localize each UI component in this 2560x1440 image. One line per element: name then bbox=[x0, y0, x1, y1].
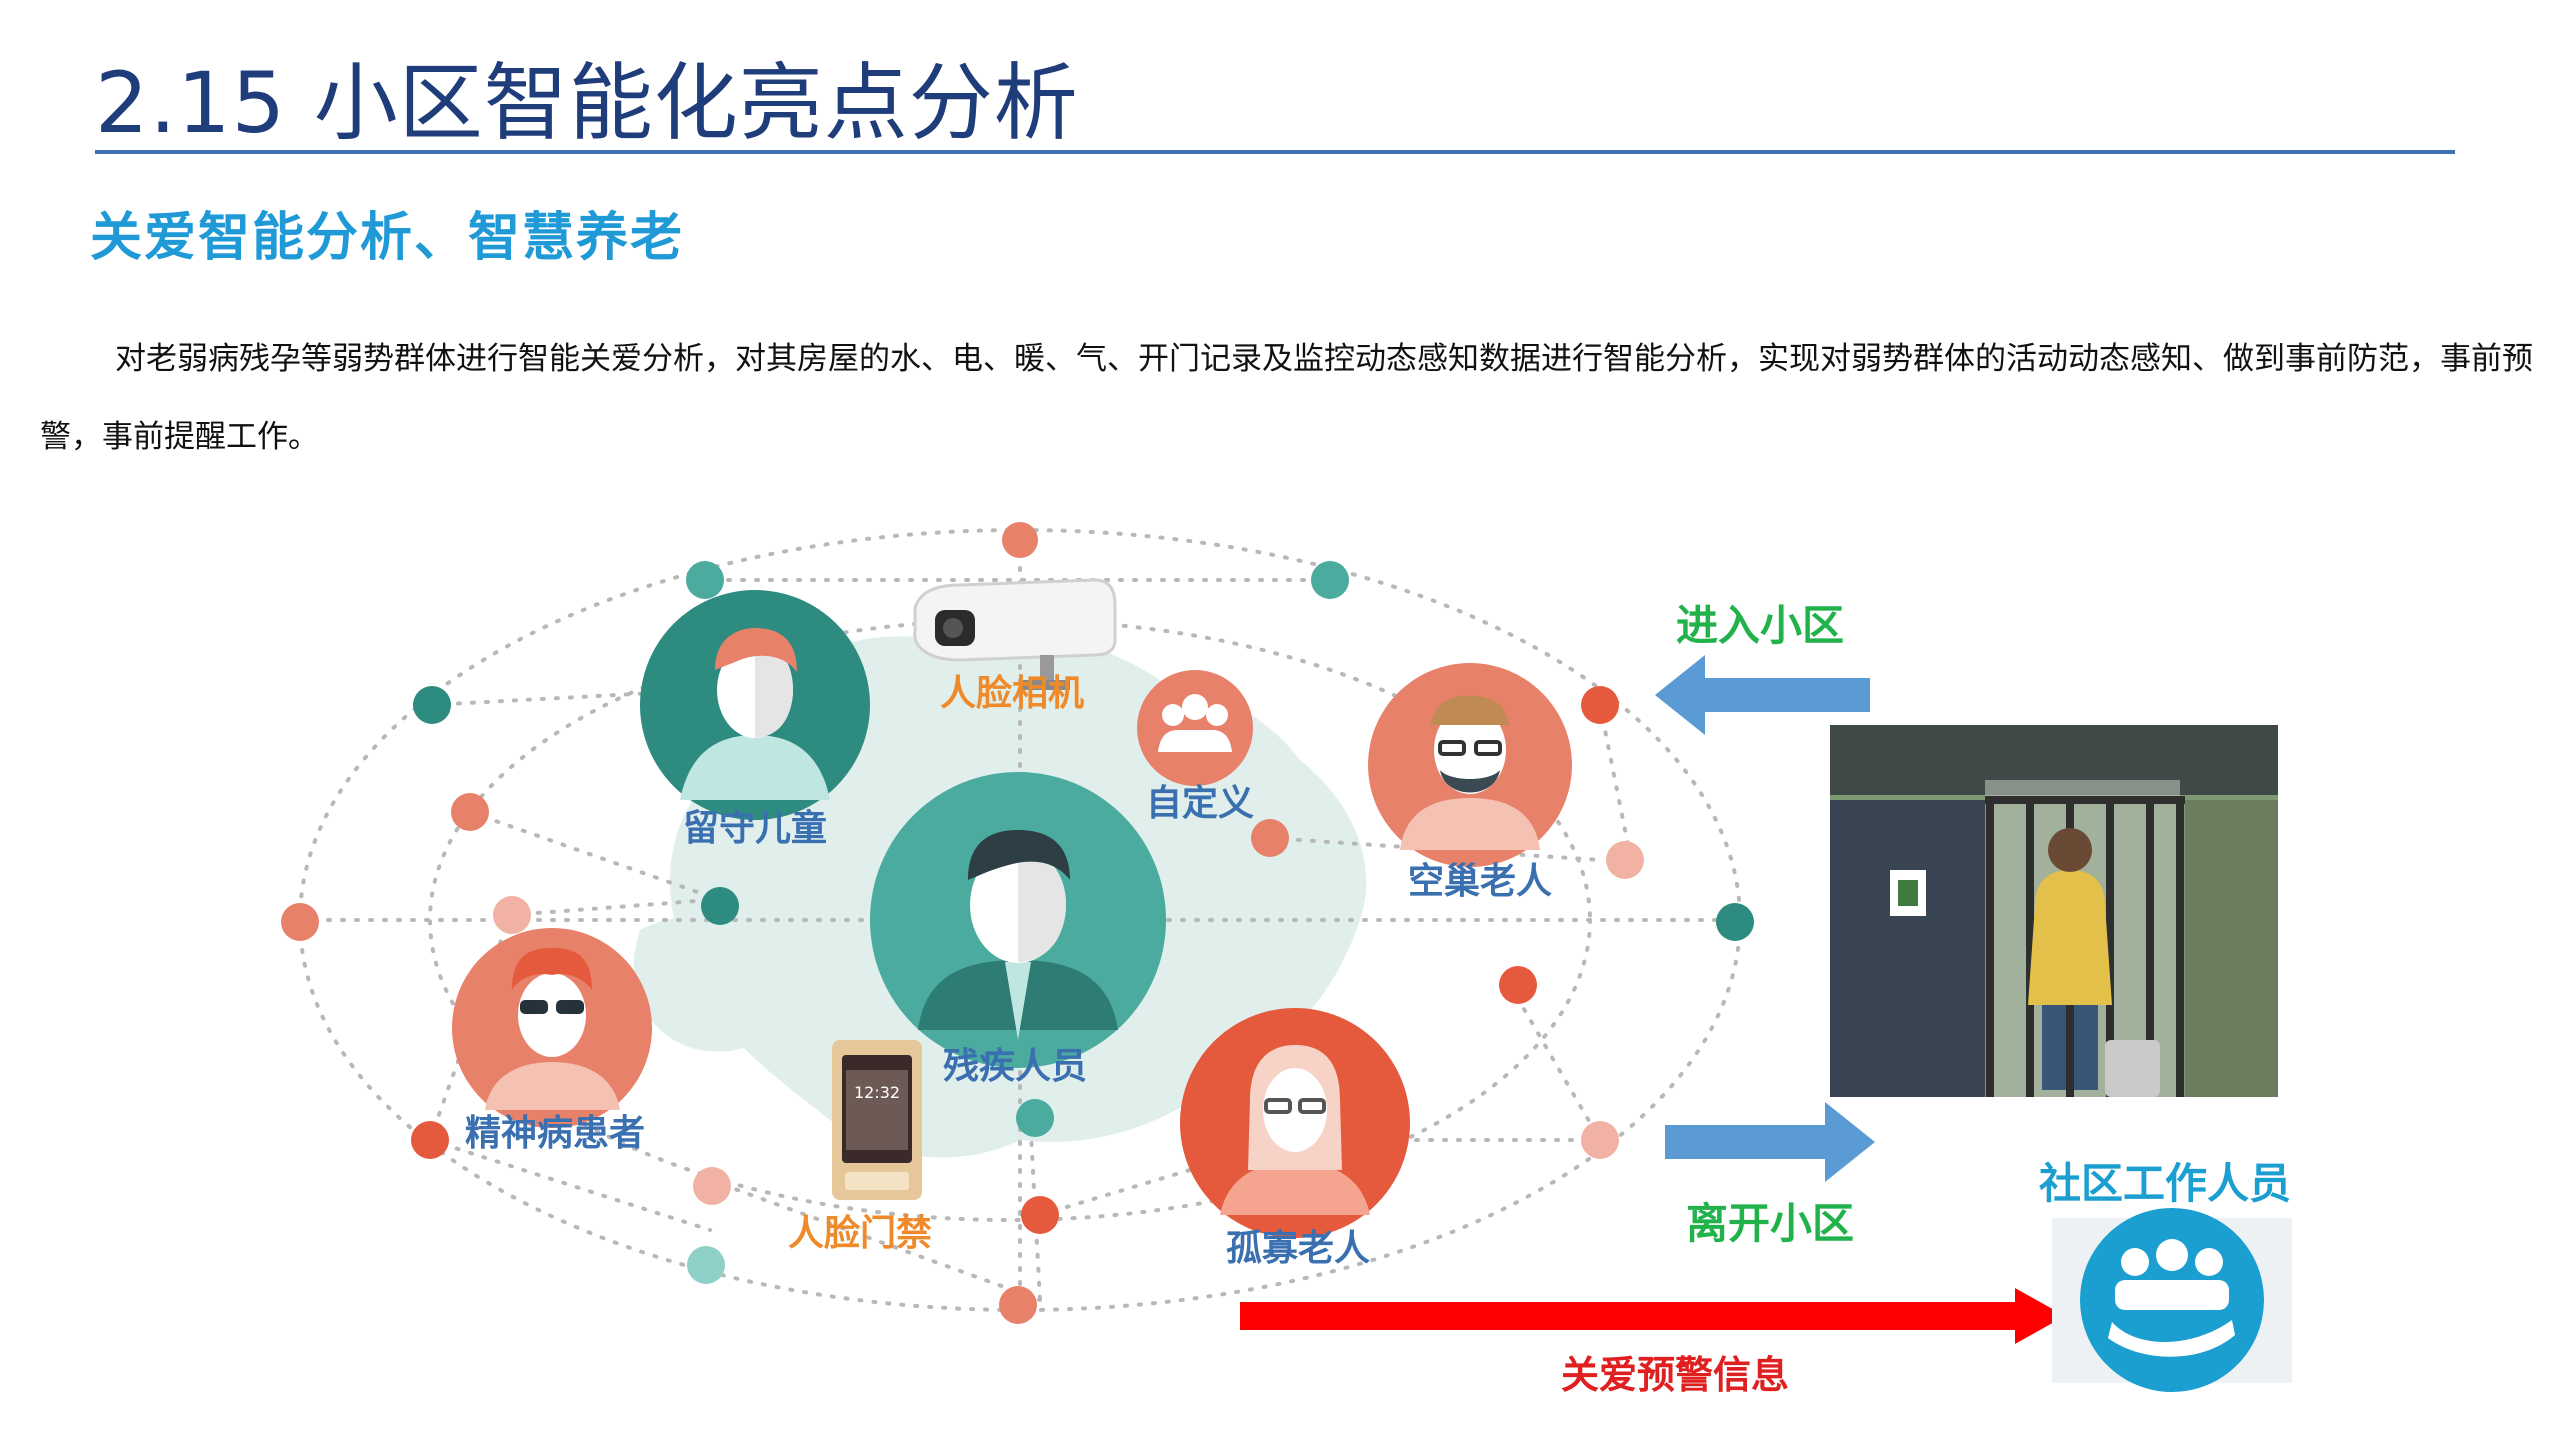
label-empty-nest-elderly: 空巢老人 bbox=[1408, 861, 1552, 902]
node bbox=[693, 1167, 731, 1205]
node bbox=[1606, 841, 1644, 879]
empty-nest-elderly-avatar bbox=[1368, 663, 1572, 867]
lonely-elderly-avatar bbox=[1180, 1008, 1410, 1238]
description-paragraph: 对老弱病残孕等弱势群体进行智能关爱分析，对其房屋的水、电、暖、气、开门记录及监控… bbox=[40, 341, 2533, 455]
page-title: 2.15 小区智能化亮点分析 bbox=[95, 54, 1079, 152]
custom-group-icon bbox=[1137, 670, 1253, 786]
leave-community-arrow bbox=[1665, 1102, 1875, 1182]
section-subtitle: 关爱智能分析、智慧养老 bbox=[90, 207, 685, 268]
network-nodes bbox=[281, 522, 1754, 1324]
face-camera-icon bbox=[913, 578, 1117, 690]
label-custom: 自定义 bbox=[1146, 783, 1254, 824]
node bbox=[413, 686, 451, 724]
node bbox=[281, 903, 319, 941]
label-face-access: 人脸门禁 bbox=[788, 1212, 932, 1254]
node bbox=[701, 887, 739, 925]
label-mental-patients: 精神病患者 bbox=[465, 1113, 645, 1154]
node bbox=[1016, 1099, 1054, 1137]
node bbox=[493, 896, 531, 934]
node bbox=[1021, 1196, 1059, 1234]
mental-patient-avatar bbox=[452, 928, 652, 1128]
node bbox=[687, 1246, 725, 1284]
label-lonely-elderly: 孤寡老人 bbox=[1226, 1228, 1370, 1269]
label-face-camera: 人脸相机 bbox=[940, 672, 1084, 714]
node bbox=[451, 793, 489, 831]
node bbox=[686, 561, 724, 599]
enter-community-arrow bbox=[1655, 655, 1870, 735]
community-gate-photo bbox=[1830, 725, 2278, 1097]
label-enter: 进入小区 bbox=[1676, 601, 1844, 650]
node bbox=[1311, 561, 1349, 599]
node bbox=[1499, 966, 1537, 1004]
label-left-behind-children: 留守儿童 bbox=[683, 807, 827, 849]
node bbox=[1581, 1121, 1619, 1159]
node bbox=[1002, 522, 1038, 558]
access-screen-time: 12:32 bbox=[854, 1083, 900, 1102]
label-community-staff: 社区工作人员 bbox=[2039, 1159, 2291, 1208]
disabled-person-avatar bbox=[870, 772, 1166, 1068]
node bbox=[999, 1286, 1037, 1324]
community-staff-icon bbox=[2052, 1208, 2292, 1392]
node bbox=[1716, 903, 1754, 941]
face-access-device: 12:32 bbox=[832, 1040, 922, 1200]
node bbox=[1251, 819, 1289, 857]
label-leave: 离开小区 bbox=[1686, 1199, 1854, 1248]
label-care-alert: 关爱预警信息 bbox=[1561, 1353, 1789, 1397]
care-alert-arrow bbox=[1240, 1288, 2065, 1344]
node bbox=[1581, 686, 1619, 724]
label-disabled: 残疾人员 bbox=[943, 1046, 1087, 1087]
left-behind-children-avatar bbox=[640, 590, 870, 820]
node bbox=[411, 1121, 449, 1159]
title-divider bbox=[95, 150, 2455, 154]
